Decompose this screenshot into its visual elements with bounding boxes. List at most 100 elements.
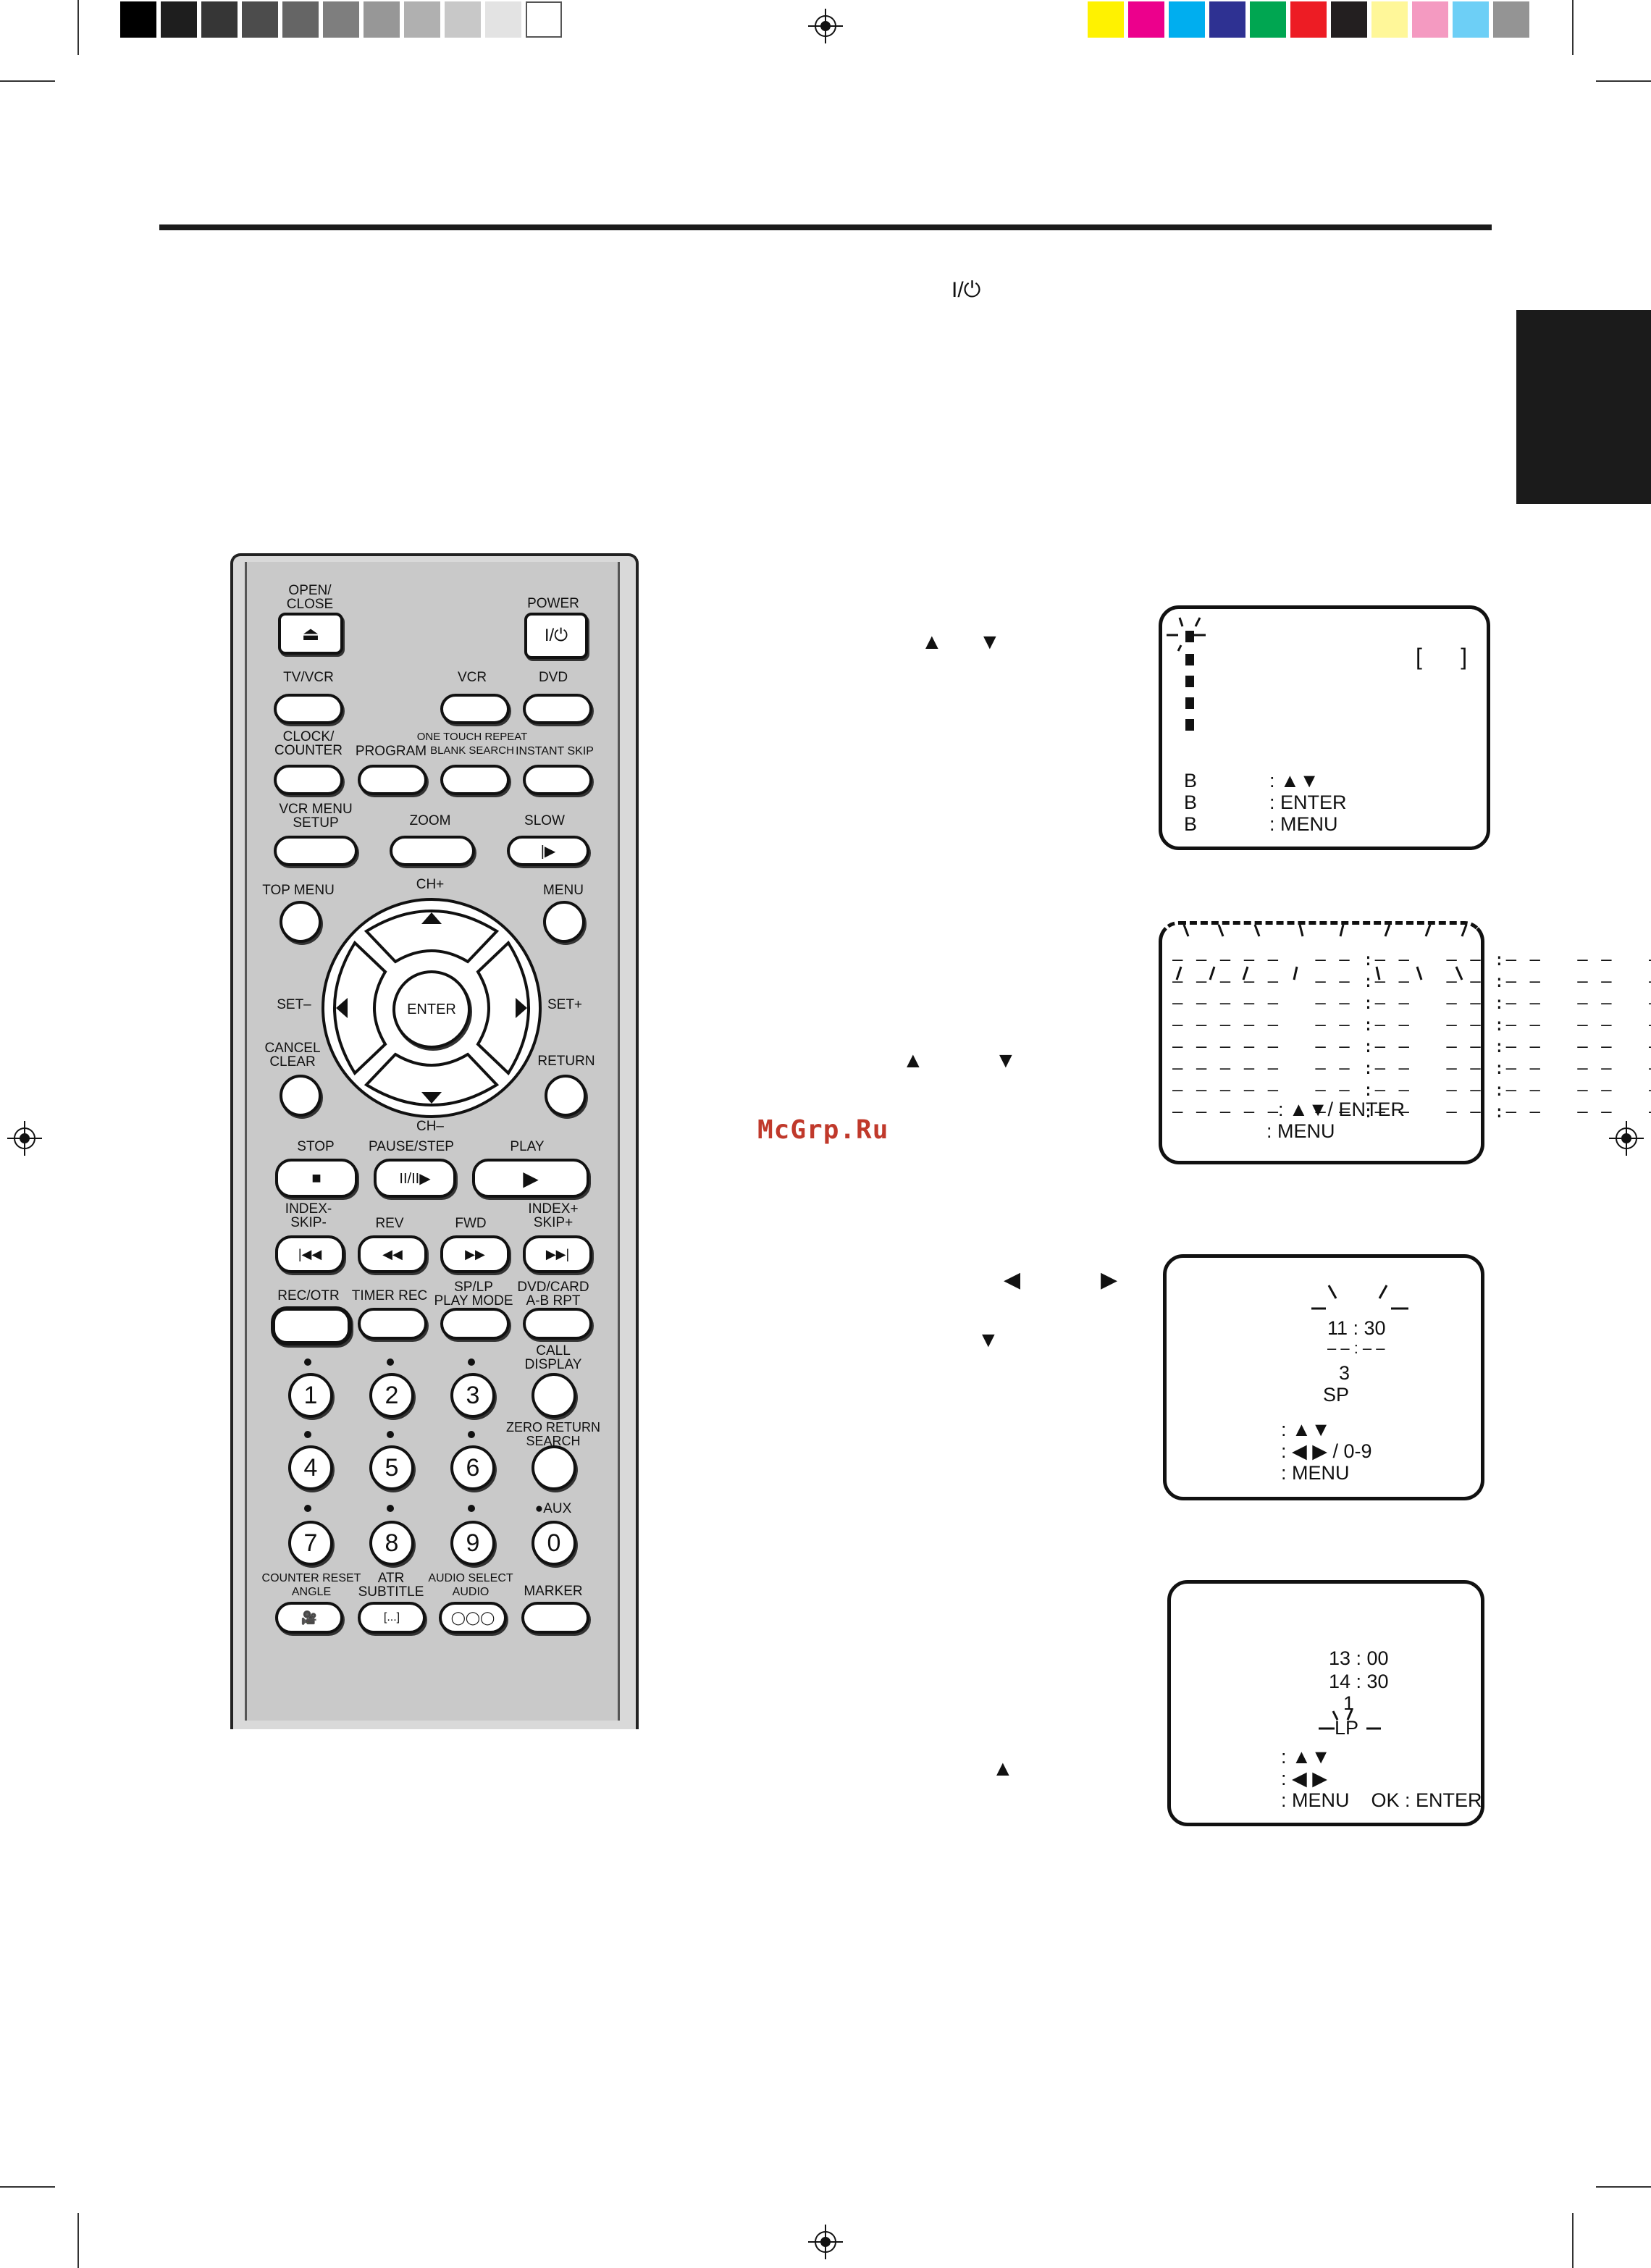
top-menu-button[interactable] [280,901,322,943]
sp-lp-button[interactable] [440,1308,510,1340]
menu-button[interactable] [543,901,585,943]
call-display-button[interactable] [532,1373,576,1418]
digit-3-label: 3 [466,1381,480,1409]
blink-marks-icon [1175,924,1468,980]
timer-list-row: – – – – – – – :– – – – :– – – – – [1172,993,1651,1013]
vcr-button[interactable] [440,694,510,724]
pause-step-label: PAUSE/STEP [369,1139,454,1154]
menu-marker [1185,676,1194,687]
menu-marker [1185,631,1194,642]
registration-mark-icon [7,1121,42,1156]
digit-7-button[interactable]: 7 [288,1521,333,1566]
return-button[interactable] [545,1075,587,1117]
fwd-button[interactable]: ▶▶ [440,1235,510,1273]
aux-label: ●AUX [534,1501,572,1516]
subtitle-icon: [...] [383,1611,400,1624]
ch-minus-label: CH– [416,1119,445,1134]
atr-label: ATR SUBTITLE [358,1571,424,1600]
play-label: PLAY [510,1139,545,1154]
color-swatch [1493,1,1529,38]
pause-step-button[interactable]: II/II▶ [374,1159,456,1198]
timer-list-row: – – – – – – – :– – – – :– – – – – [1172,949,1651,970]
digit-2-button[interactable]: 2 [369,1373,414,1418]
enter-button[interactable]: ENTER [392,970,471,1049]
end-time: – – : – – [1327,1339,1385,1357]
timer-list-row: – – – – – – – :– – – – :– – – – – [1172,971,1651,991]
left-arrow-icon: ◀ [1004,1268,1021,1292]
digit-5-button[interactable]: 5 [369,1445,414,1490]
marker-label: MARKER [524,1584,583,1599]
digit-8-button[interactable]: 8 [369,1521,414,1566]
digit-1-button[interactable]: 1 [288,1373,333,1418]
dot-5 [387,1431,394,1438]
call-display-label: CALL DISPLAY [524,1343,582,1372]
clock-counter-label: CLOCK/ COUNTER [274,729,343,758]
menu-marker [1185,719,1194,731]
setup-button[interactable] [274,836,358,866]
eject-button[interactable]: ⏏ [278,613,343,655]
dvd-button[interactable] [523,694,592,724]
power-label: POWER [527,596,579,611]
program-button[interactable] [358,765,427,795]
adjust-hint: : ◀ ▶ [1281,1768,1328,1789]
subtitle-button[interactable]: [...] [358,1602,426,1634]
dvd-card-label: DVD/CARD A-B RPT [517,1280,589,1309]
menu-marker [1185,654,1194,665]
digit-3-button[interactable]: 3 [450,1373,495,1418]
blank-search-button[interactable] [440,765,510,795]
clock-counter-button[interactable] [274,765,343,795]
digit-9-button[interactable]: 9 [450,1521,495,1566]
zero-return-label: ZERO RETURN SEARCH [506,1420,600,1448]
dot-7 [304,1505,311,1512]
timer-rec-button[interactable] [358,1308,427,1340]
menu-hint: : MENU [1281,1462,1350,1484]
menu-label: MENU [543,883,584,898]
digit-0-button[interactable]: 0 [532,1521,576,1566]
right-arrow-icon: ▶ [1101,1268,1118,1292]
color-swatch [1209,1,1245,38]
rec-otr-button[interactable] [271,1306,352,1345]
slow-button[interactable]: |▶ [507,836,589,866]
power-button[interactable]: I/⏻ [524,613,588,659]
select-hint: : ▲▼ [1281,1746,1331,1768]
registration-mark-icon [808,2225,843,2259]
slow-icon: |▶ [540,843,556,860]
play-button[interactable]: ▶ [472,1159,589,1198]
marker-button[interactable] [521,1602,589,1634]
ab-repeat-button[interactable] [523,1308,592,1340]
sp-lp-label: SP/LP PLAY MODE [434,1280,513,1309]
stop-button[interactable]: ■ [275,1159,358,1198]
audio-icon: ◯◯◯ [450,1610,495,1625]
set-minus-label: SET– [277,997,311,1012]
cancel-clear-label: CANCEL CLEAR [264,1041,321,1070]
digit-4-button[interactable]: 4 [288,1445,333,1490]
counter-reset-label: COUNTER RESET ANGLE [261,1572,361,1598]
tape-speed: LP [1335,1717,1359,1739]
skip-forward-button[interactable]: ▶▶| [523,1235,592,1273]
digit-6-button[interactable]: 6 [450,1445,495,1490]
audio-button[interactable]: ◯◯◯ [439,1602,507,1634]
menu-hint: : MENU [1269,813,1338,835]
gray-swatch [526,1,562,38]
angle-button[interactable]: 🎥 [275,1602,343,1634]
color-swatch [1412,1,1448,38]
return-label: RETURN [537,1054,595,1069]
row-label: B [1184,813,1198,835]
zoom-button[interactable] [390,836,475,866]
cancel-button[interactable] [280,1075,322,1117]
tv-vcr-button[interactable] [274,694,343,724]
zero-return-button[interactable] [532,1445,576,1490]
menu-marker [1185,697,1194,709]
start-time: 11 : 30 [1327,1317,1386,1339]
dot-6 [468,1431,475,1438]
digit-8-label: 8 [385,1529,399,1557]
select-hint: : ▲▼ [1281,1419,1331,1440]
instant-skip-button[interactable] [523,765,592,795]
blink-marks-icon [1311,1285,1408,1310]
skip-back-button[interactable]: |◀◀ [275,1235,345,1273]
color-swatch [1453,1,1489,38]
up-arrow-icon: ▲ [902,1049,924,1072]
set-plus-label: SET+ [547,997,583,1012]
rev-button[interactable]: ◀◀ [358,1235,427,1273]
gray-swatch [161,1,197,38]
